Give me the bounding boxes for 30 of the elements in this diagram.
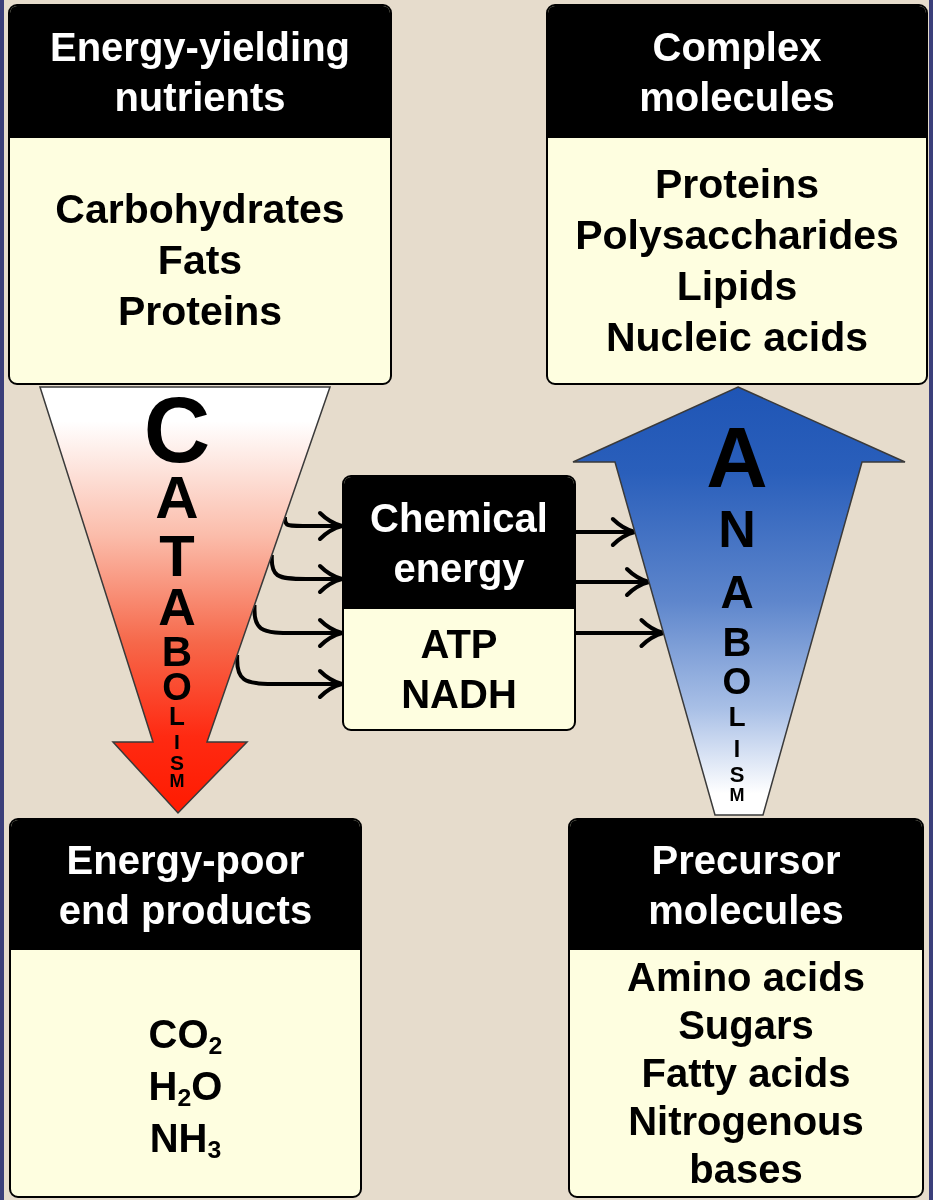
list-item: Nucleic acids (605, 312, 869, 362)
list-item: Nitrogenous bases (627, 1098, 865, 1193)
category-box (9, 818, 362, 1198)
list-item: Polysaccharides (575, 210, 899, 260)
box-heading: Chemical energy (344, 477, 574, 609)
list-item: Lipids (676, 261, 798, 311)
list-item: Amino acids (627, 954, 865, 1001)
box-heading: Energy-poor end products (11, 820, 360, 950)
list-item: Carbohydrates (55, 185, 345, 234)
box-heading: Complex molecules (548, 6, 926, 138)
vertical-label: ANABOLISM (706, 420, 768, 805)
list-item: Proteins (117, 287, 282, 336)
list-item: NADH (401, 671, 517, 718)
list-item: Fatty acids (641, 1050, 851, 1097)
vertical-label: CATABOLISM (143, 394, 211, 790)
list-item: Sugars (678, 1002, 814, 1049)
list-item: H$_{2}$O (148, 1063, 223, 1112)
box-heading: Precursor molecules (570, 820, 922, 950)
list-item: Fats (157, 236, 243, 285)
down-arrow-shape (40, 386, 330, 814)
list-item: CO$_{2}$ (148, 1011, 223, 1060)
category-box (342, 475, 576, 731)
category-box (8, 4, 392, 385)
list-item: ATP (420, 621, 498, 668)
list-item: NH$_{3}$ (149, 1115, 222, 1164)
list-item: Proteins (654, 159, 819, 209)
category-box (546, 4, 928, 385)
up-arrow-shape (573, 386, 905, 816)
box-heading: Energy-yielding nutrients (10, 6, 390, 138)
category-box (568, 818, 924, 1198)
